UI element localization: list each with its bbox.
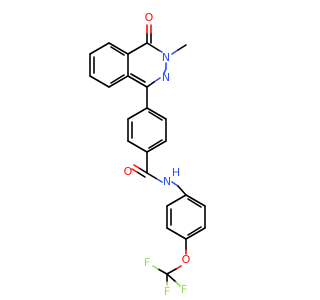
bond-n-ph2-a xyxy=(171,181,179,187)
bond-cf-1a xyxy=(157,268,168,275)
bond-ph2-double-2 xyxy=(187,226,202,236)
atom-o-ketone: O xyxy=(145,11,154,24)
bond-ph1-1 xyxy=(127,107,148,120)
bond-amide-co-1b xyxy=(133,164,140,169)
atom-o-amide: O xyxy=(124,165,133,178)
bond-cf-1b xyxy=(152,265,159,270)
atom-f2: F xyxy=(164,285,170,298)
atom-f3: F xyxy=(181,283,187,296)
bond-benzo-double-2 xyxy=(110,74,125,84)
atom-n-amide: N xyxy=(163,175,171,188)
bond-ph1-6 xyxy=(146,107,167,120)
bond-ph1-double-2 xyxy=(148,139,163,149)
bond-ph2-6 xyxy=(185,194,206,207)
bond-ph2-4 xyxy=(185,227,206,240)
bond-nme-b xyxy=(177,44,187,51)
bond-cf-3a xyxy=(166,273,177,283)
bond-amide-co-2b xyxy=(131,168,138,173)
atom-o-ether: O xyxy=(182,253,191,266)
bond-n-ph2-b xyxy=(177,185,187,196)
bond-ph1-3 xyxy=(127,140,148,153)
bond-pyr-n-n-double xyxy=(163,68,167,74)
bond-pyr-5 xyxy=(127,75,148,88)
bond-benzo-6 xyxy=(108,42,129,55)
bond-amide-co-1a xyxy=(138,167,148,174)
bond-benzo-1 xyxy=(89,42,110,55)
bond-pyr-4b xyxy=(146,81,155,88)
bond-cf-3b xyxy=(175,281,181,287)
bond-ph1-4 xyxy=(146,140,167,153)
atom-n3: N xyxy=(162,71,170,84)
bond-pyr-2a xyxy=(146,42,161,52)
atom-f1: F xyxy=(144,256,150,269)
bond-o-cf3-a xyxy=(175,265,182,270)
bond-pyr-4a xyxy=(153,77,161,83)
bond-ph1-double-3 xyxy=(148,111,163,121)
bond-o-cf3-b xyxy=(166,268,177,275)
bond-amide-cn-a xyxy=(146,172,158,180)
bond-ph2-double-3 xyxy=(187,198,202,208)
bond-benzo-4 xyxy=(108,75,129,88)
atom-h-amide: H xyxy=(172,166,180,179)
bond-benzo-3 xyxy=(89,75,110,88)
bond-amide-cn-b xyxy=(156,178,163,183)
bond-pyr-2b xyxy=(159,50,163,53)
bond-pyr-1 xyxy=(127,42,148,55)
bond-pyr-double-c xyxy=(130,73,146,83)
bond-ph2-1 xyxy=(166,194,187,207)
molecule-structure-canvas: O N N O N H O F F F xyxy=(89,11,206,298)
molecule-diagram: O N N O N H O F F F xyxy=(89,11,206,298)
bond-nme-a xyxy=(171,49,179,55)
bond-benzo-double-3 xyxy=(110,46,125,56)
bond-ph2-3 xyxy=(166,227,187,240)
atom-n2: N xyxy=(162,51,170,64)
bond-amide-co-2a xyxy=(136,171,146,178)
